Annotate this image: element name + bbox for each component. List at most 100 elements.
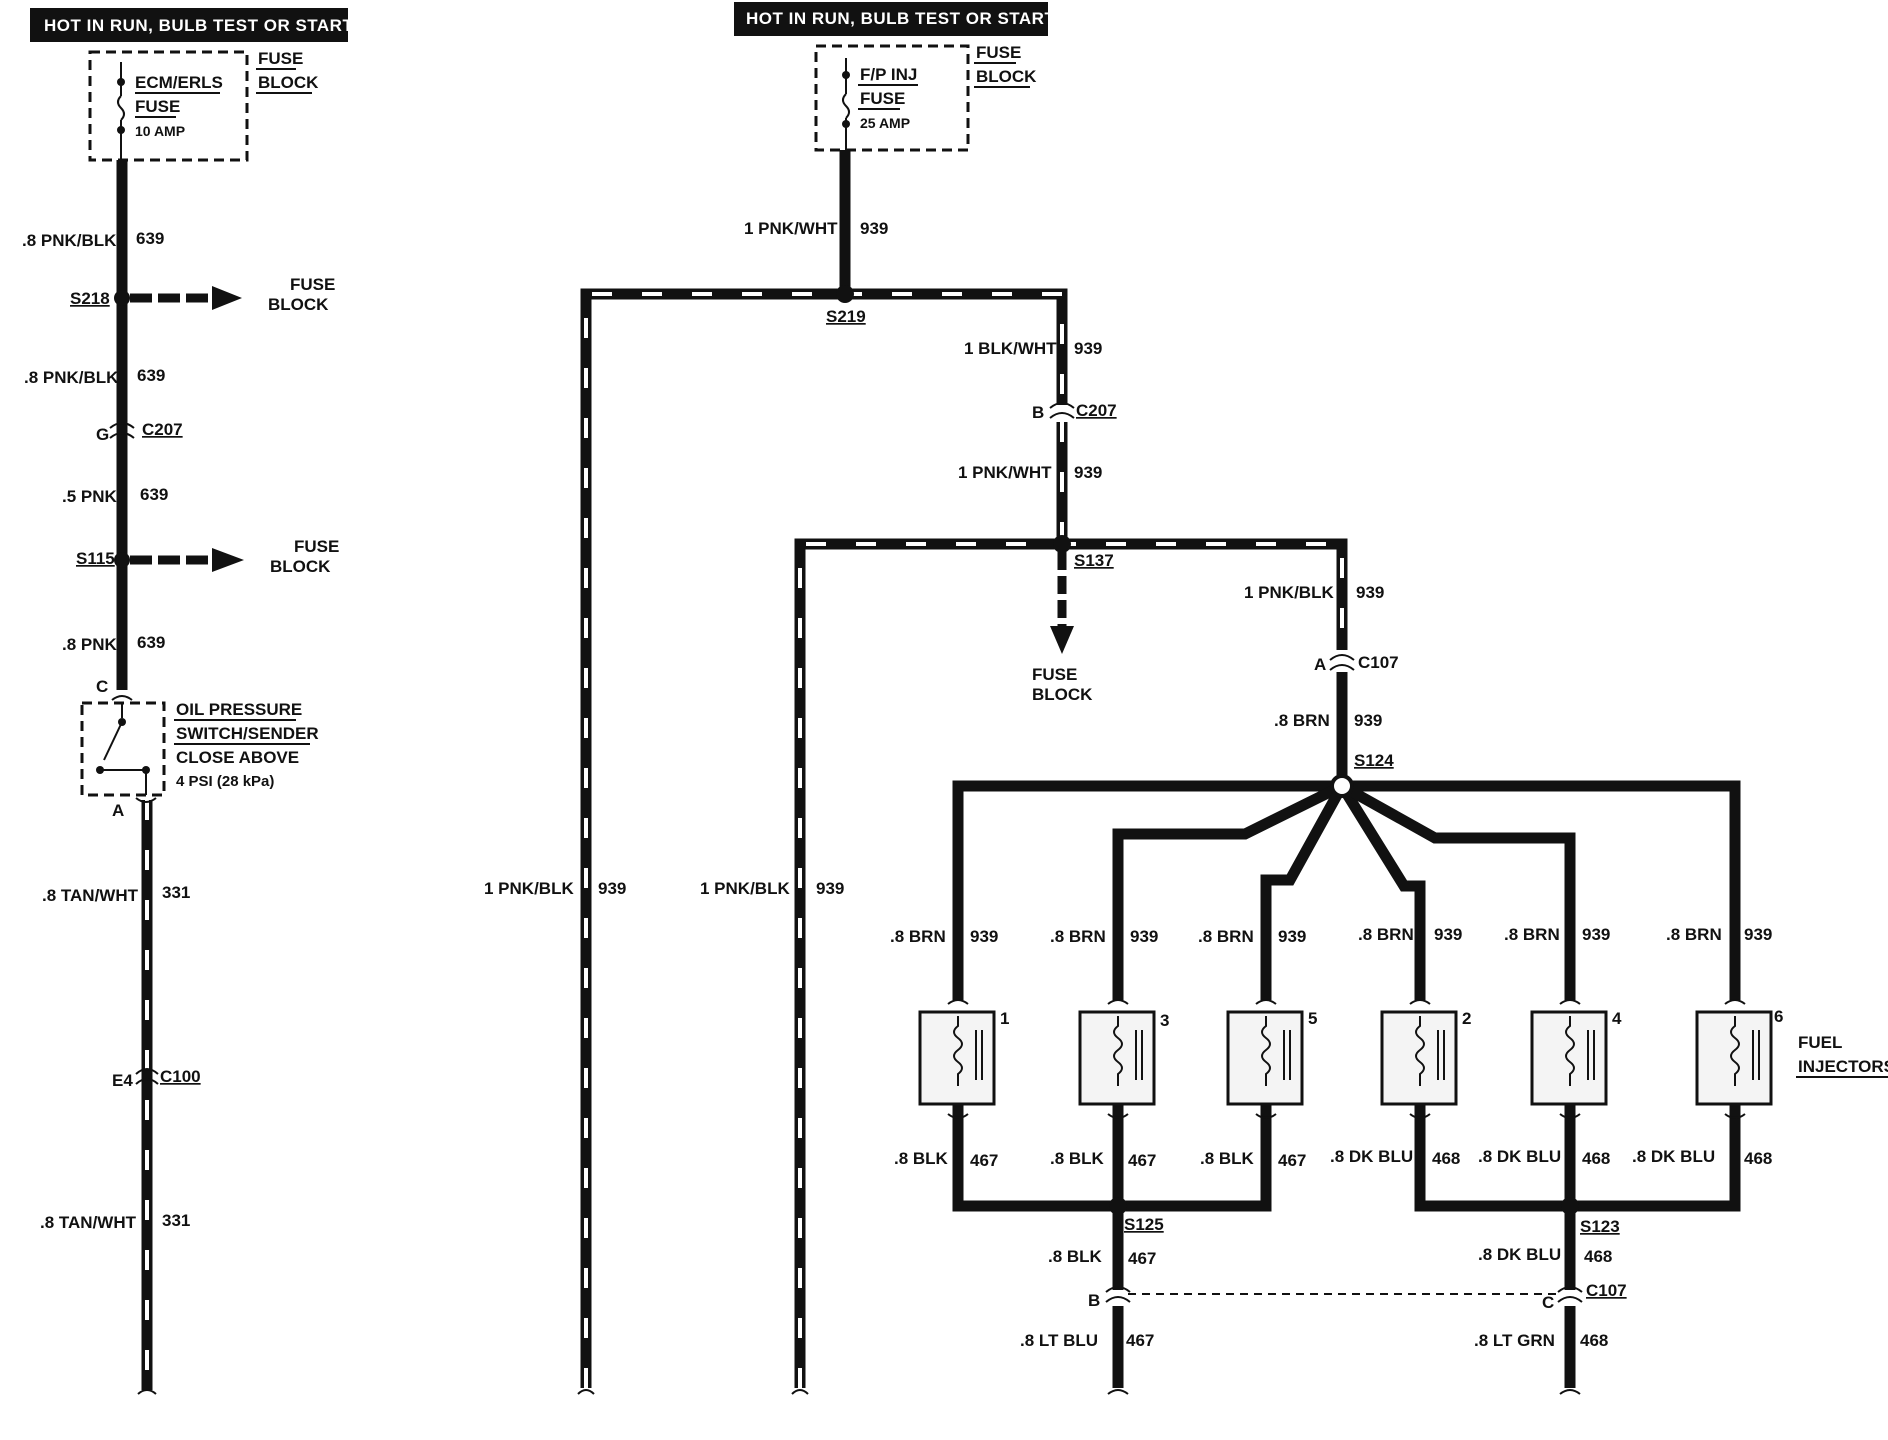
left-wire-4-circuit: 639 bbox=[137, 633, 165, 652]
c107-a-icon bbox=[1329, 654, 1355, 671]
switch-pin-bottom: A bbox=[112, 801, 124, 820]
c100-icon bbox=[135, 1068, 159, 1085]
s218-dest-2: BLOCK bbox=[268, 295, 329, 314]
left-circuit: HOT IN RUN, BULB TEST OR START FUSE BLOC… bbox=[22, 8, 353, 1395]
inj-6-feed-gauge: .8 BRN bbox=[1666, 925, 1722, 944]
s115-dest-1: FUSE bbox=[294, 537, 339, 556]
left-fuse-rating: 10 AMP bbox=[135, 123, 185, 139]
splice-s219 bbox=[836, 285, 854, 303]
fuel-injectors-label-1: FUEL bbox=[1798, 1033, 1842, 1052]
right-fuse-name: F/P INJ bbox=[860, 65, 917, 84]
left-c207-icon bbox=[109, 422, 135, 439]
s123-out-circuit: 468 bbox=[1584, 1247, 1612, 1266]
left-wire-4-gauge: .8 PNK bbox=[62, 635, 118, 654]
to-c107-circuit: 939 bbox=[1356, 583, 1384, 602]
inj-5-ret-gauge: .8 BLK bbox=[1200, 1149, 1255, 1168]
injector-4-number: 4 bbox=[1612, 1009, 1622, 1028]
injector-6: 6 bbox=[1695, 999, 1783, 1106]
splice-s123-label: S123 bbox=[1580, 1217, 1620, 1236]
injector-1: 1 bbox=[918, 999, 1009, 1106]
splice-s115 bbox=[114, 552, 130, 568]
s218-dest-1: FUSE bbox=[290, 275, 335, 294]
pnk-wht-2-circuit: 939 bbox=[1074, 463, 1102, 482]
inj-4-feed-circuit: 939 bbox=[1582, 925, 1610, 944]
branch-left-1-gauge: 1 PNK/BLK bbox=[484, 879, 574, 898]
inj-2-feed-gauge: .8 BRN bbox=[1358, 925, 1414, 944]
left-wire-2-gauge: .8 PNK/BLK bbox=[24, 368, 119, 387]
out-ltblu-gauge: .8 LT BLU bbox=[1020, 1331, 1098, 1350]
c107-lower-label: C107 bbox=[1586, 1281, 1627, 1300]
left-wire-2-circuit: 639 bbox=[137, 366, 165, 385]
inj-1-ret-gauge: .8 BLK bbox=[894, 1149, 949, 1168]
injector-4: 4 bbox=[1530, 999, 1622, 1106]
splice-s137-label: S137 bbox=[1074, 551, 1114, 570]
injector-2-number: 2 bbox=[1462, 1009, 1471, 1028]
left-wire-5-circuit: 331 bbox=[162, 883, 190, 902]
s124-harness bbox=[952, 780, 1741, 1000]
s137-dest-1: FUSE bbox=[1032, 665, 1077, 684]
switch-desc-1: CLOSE ABOVE bbox=[176, 748, 299, 767]
injector-5-number: 5 bbox=[1308, 1009, 1317, 1028]
switch-icon bbox=[96, 703, 150, 795]
splice-s137 bbox=[1053, 535, 1071, 553]
inj-3-ret-circuit: 467 bbox=[1128, 1151, 1156, 1170]
right-fuse-block-label-2: BLOCK bbox=[976, 67, 1037, 86]
injector-2: 2 bbox=[1380, 999, 1471, 1106]
blk-wht-circuit: 939 bbox=[1074, 339, 1102, 358]
inj-1-feed-circuit: 939 bbox=[970, 927, 998, 946]
inj-5-feed-gauge: .8 BRN bbox=[1198, 927, 1254, 946]
left-c207-pin: G bbox=[96, 425, 109, 444]
inj-2-ret-gauge: .8 DK BLU bbox=[1330, 1147, 1413, 1166]
left-fuse-icon bbox=[117, 62, 125, 160]
inj-3-feed-gauge: .8 BRN bbox=[1050, 927, 1106, 946]
c100-pin: E4 bbox=[112, 1071, 133, 1090]
inj-3-ret-gauge: .8 BLK bbox=[1050, 1149, 1105, 1168]
injector-5: 5 bbox=[1226, 999, 1317, 1106]
inj-1-ret-circuit: 467 bbox=[970, 1151, 998, 1170]
splice-s218-label: S218 bbox=[70, 289, 110, 308]
inj-2-feed-circuit: 939 bbox=[1434, 925, 1462, 944]
inj-4-feed-gauge: .8 BRN bbox=[1504, 925, 1560, 944]
right-fuse-icon bbox=[842, 58, 850, 150]
fuel-injectors-label-2: INJECTORS bbox=[1798, 1057, 1888, 1076]
s125-out-circuit: 467 bbox=[1128, 1249, 1156, 1268]
inj-4-ret-gauge: .8 DK BLU bbox=[1478, 1147, 1561, 1166]
right-c207-icon bbox=[1049, 402, 1075, 419]
s125-out-gauge: .8 BLK bbox=[1048, 1247, 1103, 1266]
left-fuse-block-label-1: FUSE bbox=[258, 49, 303, 68]
inj-2-ret-circuit: 468 bbox=[1432, 1149, 1460, 1168]
c107-pin-b: B bbox=[1088, 1291, 1100, 1310]
to-c107-gauge: 1 PNK/BLK bbox=[1244, 583, 1334, 602]
right-fuse-rating: 25 AMP bbox=[860, 115, 910, 131]
splice-s219-label: S219 bbox=[826, 307, 866, 326]
c100-label: C100 bbox=[160, 1067, 201, 1086]
left-wire-6-circuit: 331 bbox=[162, 1211, 190, 1230]
left-wire-3-gauge: .5 PNK bbox=[62, 487, 118, 506]
feed-wire-gauge: 1 PNK/WHT bbox=[744, 219, 838, 238]
c107-pin-a: A bbox=[1314, 655, 1326, 674]
inj-6-ret-gauge: .8 DK BLU bbox=[1632, 1147, 1715, 1166]
pnk-wht-2-gauge: 1 PNK/WHT bbox=[958, 463, 1052, 482]
out-ltgrn-circuit: 468 bbox=[1580, 1331, 1608, 1350]
splice-s124-label: S124 bbox=[1354, 751, 1394, 770]
left-fuse-name: ECM/ERLS bbox=[135, 73, 223, 92]
right-c207-pin: B bbox=[1032, 403, 1044, 422]
injector-6-number: 6 bbox=[1774, 1007, 1783, 1026]
s137-arrow bbox=[1050, 626, 1074, 654]
left-c207-label: C207 bbox=[142, 420, 183, 439]
left-fuse-block-box bbox=[88, 50, 249, 162]
s115-dest-2: BLOCK bbox=[270, 557, 331, 576]
switch-name-2: SWITCH/SENDER bbox=[176, 724, 319, 743]
inj-6-ret-circuit: 468 bbox=[1744, 1149, 1772, 1168]
switch-name-1: OIL PRESSURE bbox=[176, 700, 302, 719]
inj-5-ret-circuit: 467 bbox=[1278, 1151, 1306, 1170]
splice-s124 bbox=[1330, 774, 1354, 798]
s123-out-gauge: .8 DK BLU bbox=[1478, 1245, 1561, 1264]
left-wire-1-gauge: .8 PNK/BLK bbox=[22, 231, 117, 250]
out-ltblu-circuit: 467 bbox=[1126, 1331, 1154, 1350]
left-header: HOT IN RUN, BULB TEST OR START bbox=[44, 16, 353, 35]
injector-1-number: 1 bbox=[1000, 1009, 1009, 1028]
inj-6-feed-circuit: 939 bbox=[1744, 925, 1772, 944]
to-s124-gauge: .8 BRN bbox=[1274, 711, 1330, 730]
